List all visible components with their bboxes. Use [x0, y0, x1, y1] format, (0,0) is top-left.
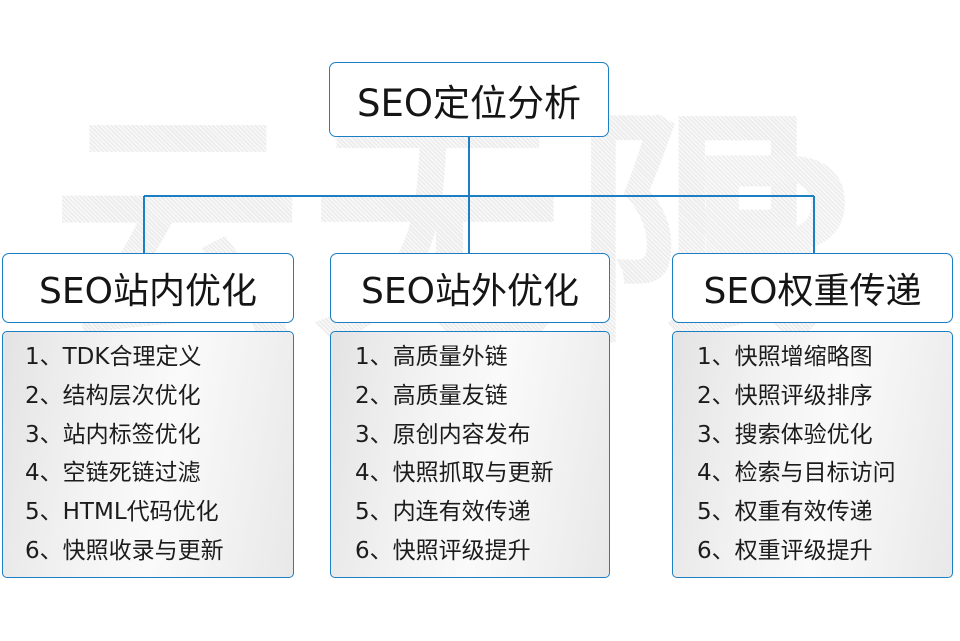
list-item: 6、权重评级提升 — [697, 537, 873, 564]
list-item: 3、站内标签优化 — [25, 421, 201, 448]
list-item: 4、空链死链过滤 — [25, 460, 201, 487]
branch-header-label: SEO权重传递 — [703, 271, 922, 312]
list-item: 3、原创内容发布 — [355, 421, 531, 448]
list-item: 6、快照评级提升 — [355, 537, 531, 564]
list-item: 2、高质量友链 — [355, 382, 508, 409]
list-item: 6、快照收录与更新 — [25, 537, 224, 564]
branch-header-offsite-optimization[interactable]: SEO站外优化 — [330, 253, 610, 323]
list-item: 4、快照抓取与更新 — [355, 460, 554, 487]
list-item: 2、结构层次优化 — [25, 382, 201, 409]
list-item: 5、权重有效传递 — [697, 499, 873, 526]
root-node-label: SEO定位分析 — [357, 81, 581, 125]
branch-header-onsite-optimization[interactable]: SEO站内优化 — [2, 253, 294, 323]
list-item: 2、快照评级排序 — [697, 382, 873, 409]
branch-header-label: SEO站外优化 — [361, 271, 579, 312]
list-item: 1、高质量外链 — [355, 344, 508, 370]
list-item: 5、内连有效传递 — [355, 499, 531, 526]
branch-header-weight-transfer[interactable]: SEO权重传递 — [672, 253, 953, 323]
branch-list-panel-onsite-optimization: 1、TDK合理定义 2、结构层次优化 3、站内标签优化 4、空链死链过滤 5、H… — [2, 331, 294, 578]
root-node-seo-positioning-analysis[interactable]: SEO定位分析 — [329, 62, 609, 137]
list-item: 1、快照增缩略图 — [697, 344, 873, 370]
branch-list-panel-weight-transfer: 1、快照增缩略图 2、快照评级排序 3、搜索体验优化 4、检索与目标访问 5、权… — [672, 331, 953, 578]
list-item: 3、搜索体验优化 — [697, 421, 873, 448]
branch-header-label: SEO站内优化 — [39, 271, 257, 312]
list-item: 4、检索与目标访问 — [697, 460, 896, 487]
list-item: 1、TDK合理定义 — [25, 344, 202, 370]
branch-list-panel-offsite-optimization: 1、高质量外链 2、高质量友链 3、原创内容发布 4、快照抓取与更新 5、内连有… — [330, 331, 610, 578]
list-item: 5、HTML代码优化 — [25, 499, 219, 526]
